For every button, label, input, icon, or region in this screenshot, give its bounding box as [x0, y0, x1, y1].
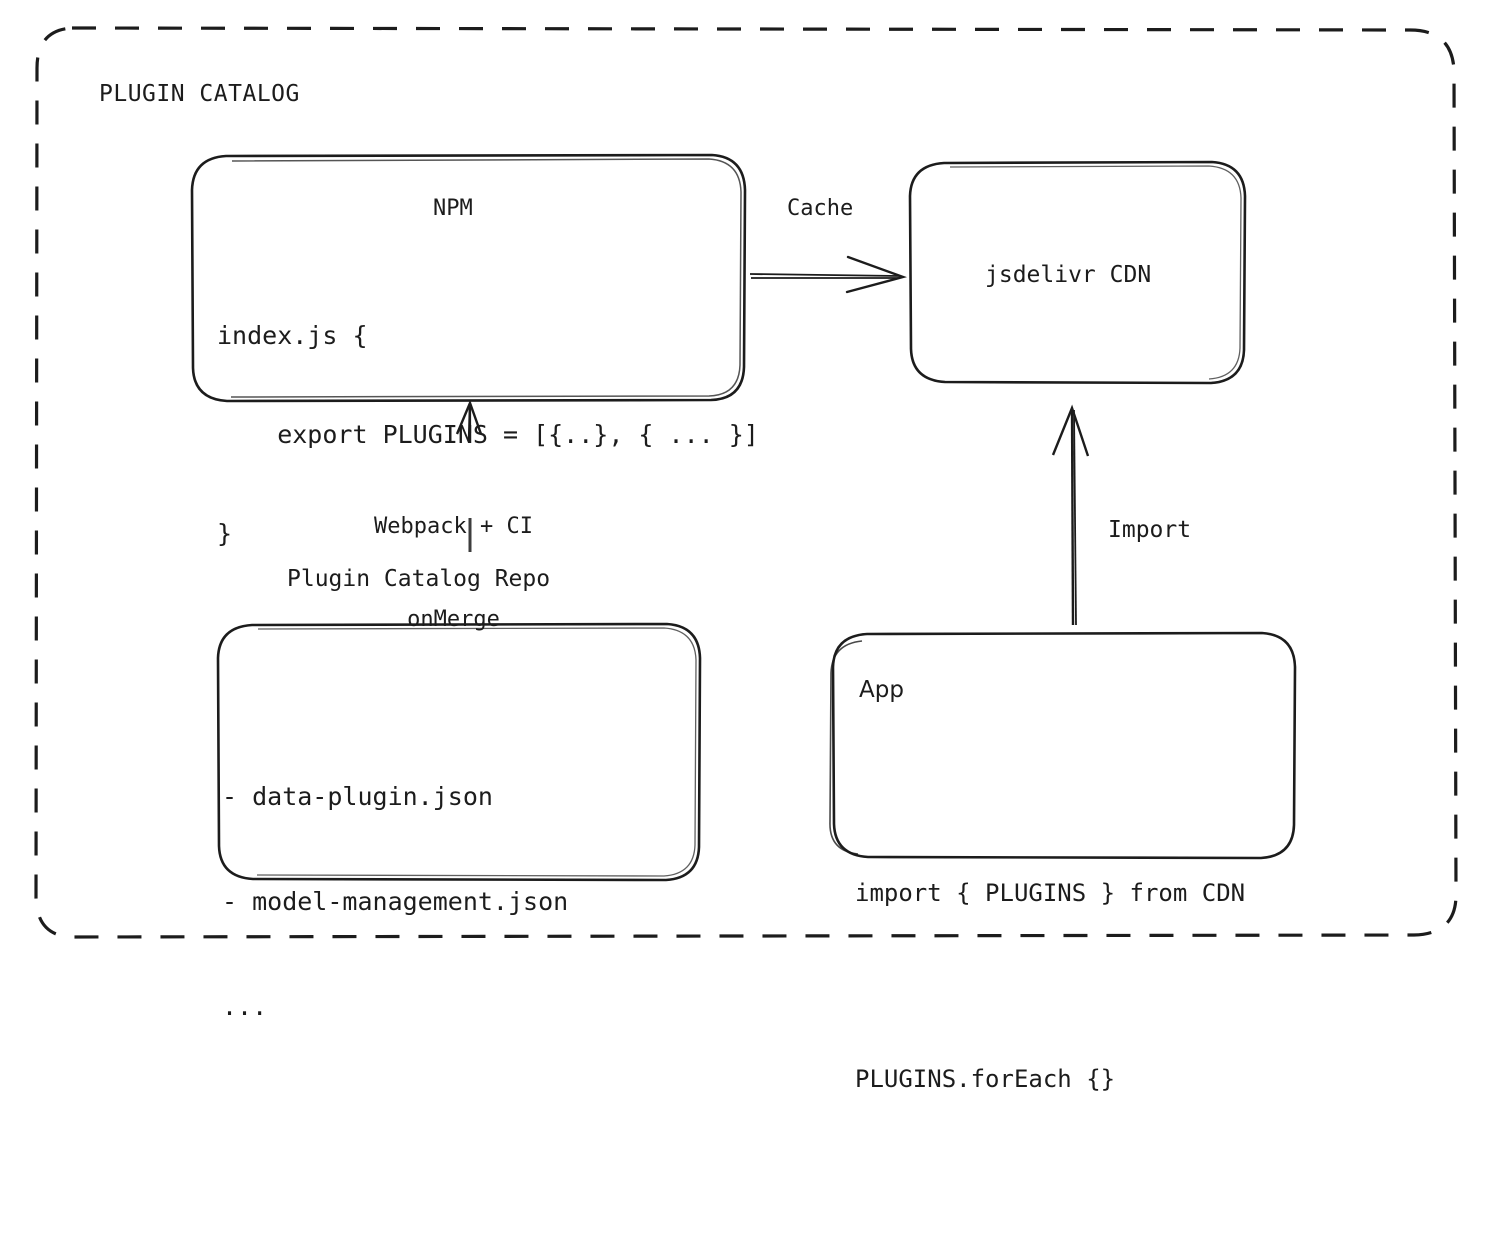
page-title: PLUGIN CATALOG — [99, 81, 300, 107]
cdn-node-box[interactable] — [908, 160, 1247, 385]
edge-label-cache: Cache — [787, 196, 854, 221]
app-node-title: App — [859, 677, 904, 703]
repo-file-item-3: ... — [222, 992, 268, 1021]
edge-app-to-cdn-arrow — [1051, 404, 1090, 626]
repo-file-item-1: - data-plugin.json — [222, 782, 493, 811]
app-code-line-1: import { PLUGINS } from CDN — [855, 879, 1246, 907]
edge-npm-to-cdn-arrow — [749, 255, 907, 294]
npm-code-line-2: export PLUGINS = [{..}, { ... }] — [217, 420, 759, 449]
repo-node-file-list: - data-plugin.json - model-management.js… — [222, 709, 568, 1094]
npm-node-box[interactable] — [190, 153, 747, 403]
app-node-box[interactable] — [829, 631, 1297, 860]
repo-node-box[interactable] — [216, 622, 702, 882]
npm-code-line-1: index.js { — [217, 321, 368, 350]
edge-label-import: Import — [1108, 517, 1192, 543]
npm-node-code: index.js { export PLUGINS = [{..}, { ...… — [217, 253, 759, 616]
app-node-code: import { PLUGINS } from CDN PLUGINS.forE… — [855, 738, 1245, 1234]
app-code-line-2: PLUGINS.forEach {} — [855, 1065, 1116, 1093]
edge-label-webpack-ci-line1: Webpack + CI — [374, 514, 533, 539]
repo-file-item-2: - model-management.json — [222, 887, 569, 916]
repo-node-label: Plugin Catalog Repo — [287, 566, 551, 592]
plugin-catalog-container — [34, 26, 1458, 939]
cdn-node-title: jsdelivr CDN — [985, 262, 1152, 288]
npm-code-line-3: } — [217, 519, 233, 548]
npm-node-title: NPM — [433, 196, 473, 221]
edge-repo-to-npm-arrow — [455, 399, 483, 552]
diagram-canvas: PLUGIN CATALOG NPM index.js { export PLU… — [34, 26, 1458, 1093]
edge-label-webpack-ci: Webpack + CI onMerge — [374, 449, 533, 697]
diagram-svg — [34, 26, 1458, 939]
edge-label-webpack-ci-line2: onMerge — [407, 607, 500, 632]
